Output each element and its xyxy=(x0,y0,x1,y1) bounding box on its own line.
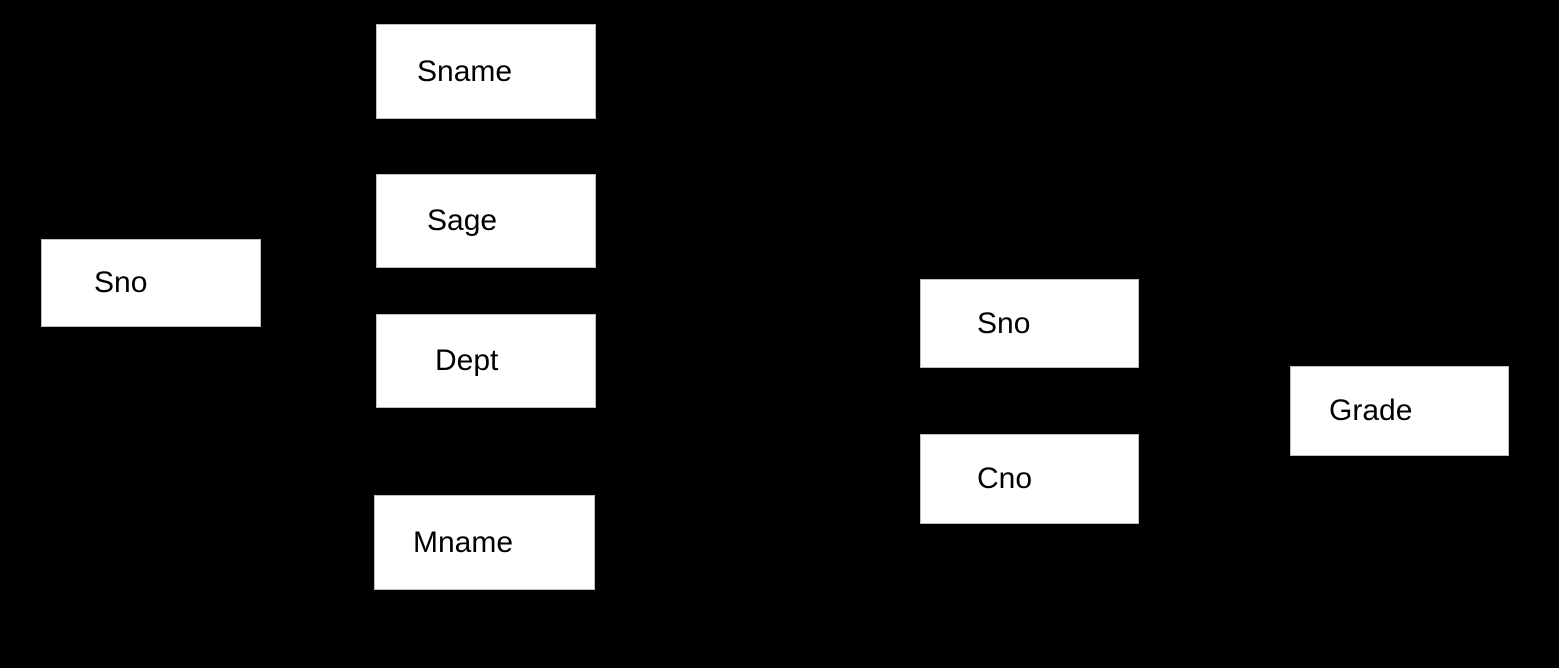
attribute-box-mname[interactable]: Mname xyxy=(374,495,595,590)
edge-sno-to-dept xyxy=(260,299,377,362)
attribute-box-grade[interactable]: Grade xyxy=(1290,366,1509,456)
attribute-label: Sname xyxy=(417,54,513,88)
attribute-box-cno[interactable]: Cno xyxy=(920,434,1139,524)
edge-sno-to-sage xyxy=(260,220,377,278)
attribute-box-sage[interactable]: Sage xyxy=(376,174,596,268)
attribute-label: Sage xyxy=(427,204,498,237)
attribute-label: Sno xyxy=(977,306,1031,340)
attribute-label: Mname xyxy=(413,525,514,559)
attribute-box-sno-left[interactable]: Sno xyxy=(41,239,261,327)
edge-sno2-to-grade xyxy=(1138,329,1291,401)
attribute-label: Dept xyxy=(435,344,499,377)
attribute-box-sno-right[interactable]: Sno xyxy=(920,279,1139,368)
attribute-box-dept[interactable]: Dept xyxy=(376,314,596,408)
attribute-box-sname[interactable]: Sname xyxy=(376,24,596,119)
attribute-label: Grade xyxy=(1329,394,1413,427)
edge-sno-to-sname xyxy=(260,71,377,267)
attribute-label: Sno xyxy=(94,266,148,299)
attribute-label: Cno xyxy=(977,462,1033,495)
edge-cno-to-grade xyxy=(1138,425,1291,471)
